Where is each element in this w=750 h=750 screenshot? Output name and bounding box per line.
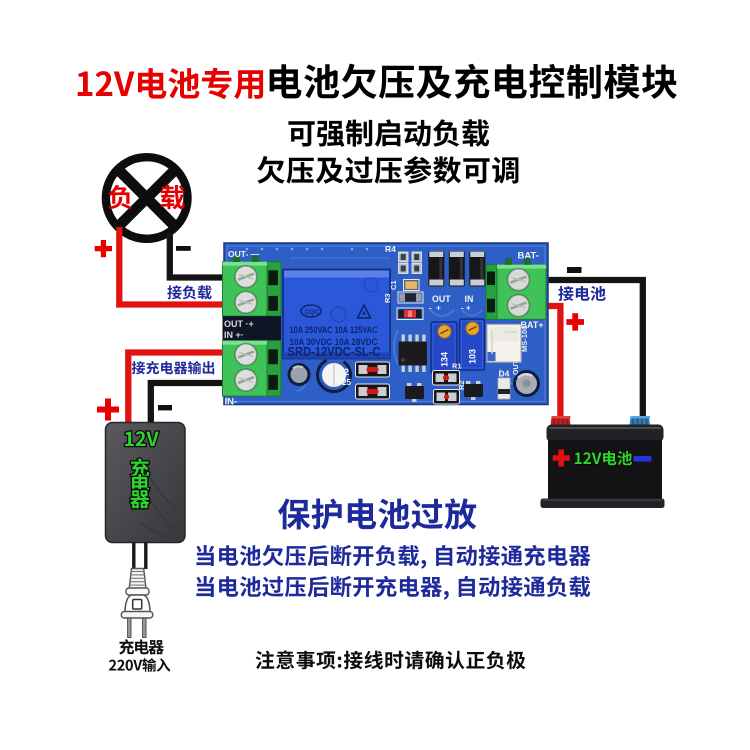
svg-text:R3: R3 xyxy=(383,293,392,303)
svg-text:OUT- —: OUT- — xyxy=(228,249,260,259)
svg-text:OUT: OUT xyxy=(513,360,520,376)
svg-text:BAT-: BAT- xyxy=(518,251,539,262)
svg-text:BAT+: BAT+ xyxy=(521,320,544,330)
svg-text:103: 103 xyxy=(468,349,478,364)
svg-text:2: 2 xyxy=(344,367,349,377)
svg-text:IN +·: IN +· xyxy=(224,330,244,340)
svg-text:OUT ·+: OUT ·+ xyxy=(224,319,254,329)
svg-text:R4: R4 xyxy=(385,244,396,254)
svg-text:- +: - + xyxy=(429,304,441,313)
svg-text:SRD-12VDC-SL-C: SRD-12VDC-SL-C xyxy=(288,344,381,359)
svg-text:CQC: CQC xyxy=(305,309,320,316)
svg-text:25: 25 xyxy=(342,378,351,387)
svg-text:C1: C1 xyxy=(389,280,398,290)
svg-text:10A 250VAC 10A 125VAC: 10A 250VAC 10A 125VAC xyxy=(290,325,378,335)
svg-text:R1: R1 xyxy=(452,362,462,371)
svg-text:R2: R2 xyxy=(457,380,466,390)
svg-text:D4: D4 xyxy=(499,369,510,379)
svg-text:IN-: IN- xyxy=(225,397,238,408)
svg-text:10A 30VDC 10A 28VDC: 10A 30VDC 10A 28VDC xyxy=(290,337,378,347)
svg-text:OUT: OUT xyxy=(432,294,451,304)
svg-text:- +: - + xyxy=(461,304,471,313)
svg-text:IN: IN xyxy=(465,294,474,304)
svg-text:134: 134 xyxy=(440,352,450,367)
svg-text:MS-100: MS-100 xyxy=(520,326,529,352)
